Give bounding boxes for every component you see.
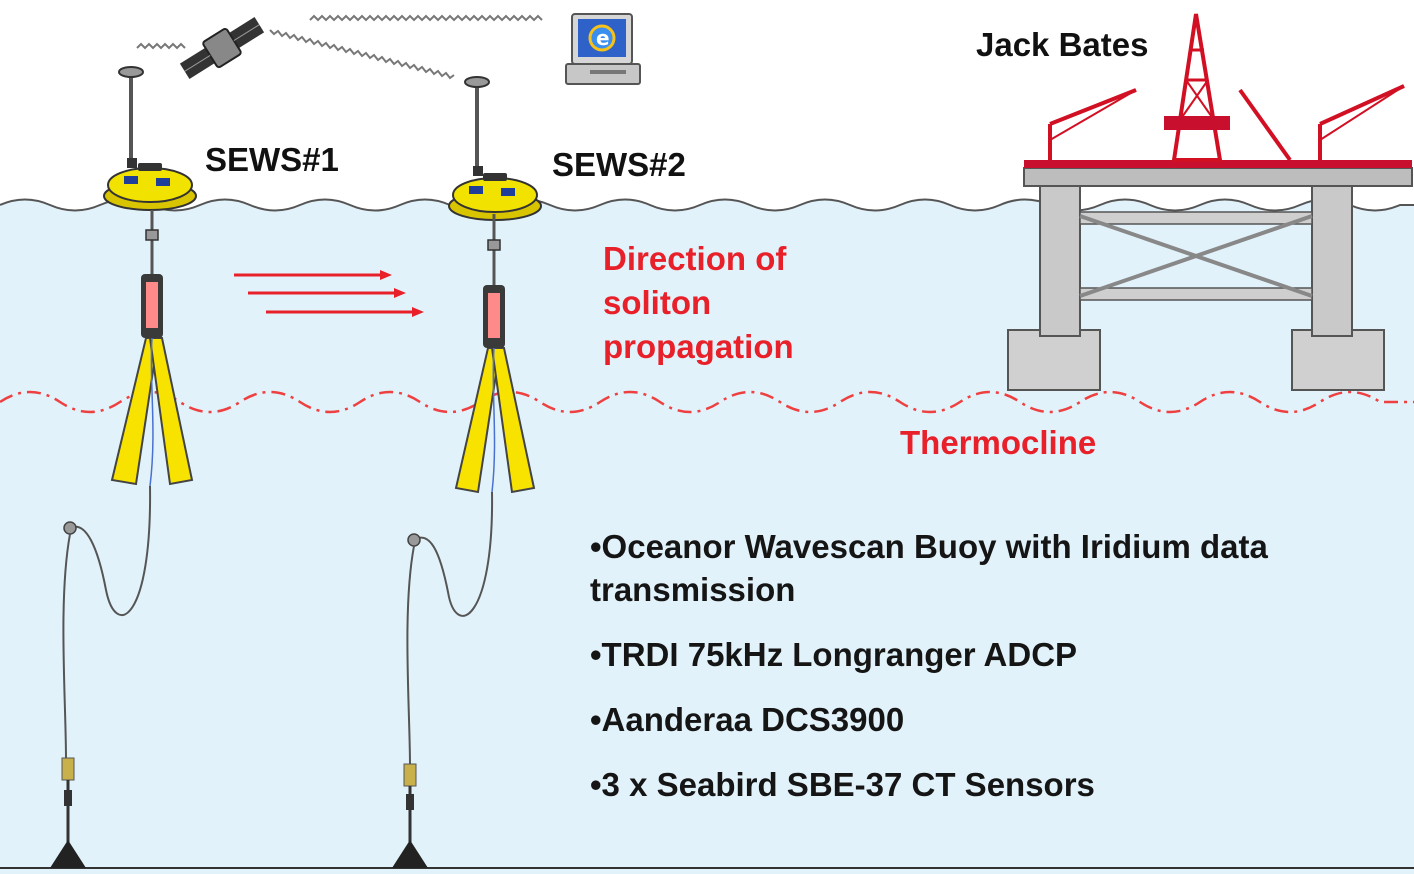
anchor-icon [50, 840, 86, 868]
radio-link-icon [269, 29, 455, 80]
equipment-item-ct-sensors: •3 x Seabird SBE-37 CT Sensors [590, 766, 1095, 803]
sea-surface-line [0, 198, 1414, 212]
computer-icon: e [565, 13, 641, 85]
equipment-item-adcp: •TRDI 75kHz Longranger ADCP [590, 636, 1078, 673]
equipment-item-current-meter: •Aanderaa DCS3900 [590, 701, 905, 738]
svg-text:e: e [596, 26, 610, 50]
adcp-icon [110, 274, 194, 486]
radio-link-icon [309, 14, 543, 22]
arrow-icon [266, 307, 424, 317]
anchor-icon [392, 840, 428, 868]
direction-label-line-2: soliton [603, 284, 712, 321]
mooring-line-1 [50, 210, 194, 868]
adcp-icon [454, 285, 536, 494]
oil-platform-icon [1007, 13, 1413, 391]
arrow-icon [248, 288, 406, 298]
direction-label-line-3: propagation [603, 328, 794, 365]
buoy-label-sews1: SEWS#1 [205, 141, 339, 178]
thermocline-label: Thermocline [900, 424, 1097, 461]
equipment-item-buoy-cont: transmission [590, 571, 796, 608]
equipment-item-buoy: •Oceanor Wavescan Buoy with Iridium data [590, 528, 1268, 565]
buoy-label-sews2: SEWS#2 [552, 146, 686, 183]
mooring-line-2 [392, 214, 536, 868]
thermocline-line [0, 390, 1414, 414]
buoy-icon [448, 76, 542, 221]
platform-label: Jack Bates [976, 26, 1149, 63]
satellite-icon [179, 17, 265, 79]
arrow-icon [234, 270, 392, 280]
direction-label-line-1: Direction of [603, 240, 787, 277]
buoy-icon [103, 66, 197, 211]
radio-link-icon [136, 42, 186, 50]
